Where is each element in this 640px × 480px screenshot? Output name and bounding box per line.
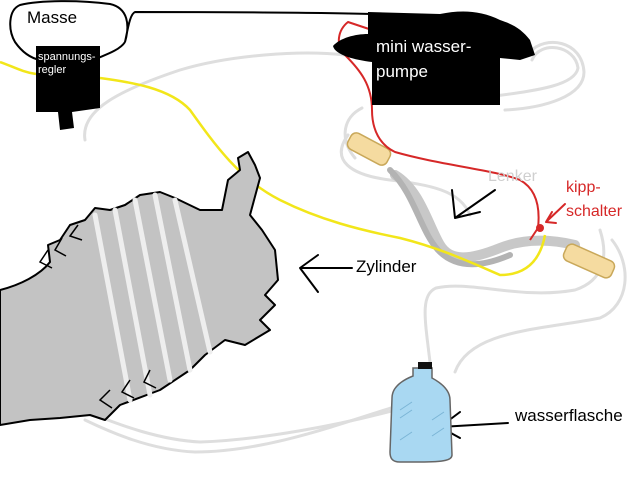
water-bottle	[389, 362, 453, 463]
lenker-arrow	[451, 189, 496, 219]
engine-cylinder	[0, 151, 279, 426]
hose-connectors	[346, 132, 616, 279]
pump-block	[333, 11, 535, 105]
label-kippschalter: kipp-schalter	[566, 179, 623, 220]
label-masse: Masse	[27, 8, 78, 27]
kipp-arrow	[545, 203, 566, 224]
kippschalter-dot	[536, 224, 544, 232]
power-wire	[0, 60, 547, 277]
zylinder-arrow	[299, 254, 353, 293]
label-spannungsregler: spannungs-regler	[38, 51, 96, 76]
label-wasserflasche: wasserflasche	[515, 406, 623, 425]
label-zylinder: Zylinder	[356, 257, 417, 276]
label-lenker: Lenker	[488, 168, 537, 185]
voltage-regulator-block	[36, 46, 100, 130]
label-mini-wasserpumpe: mini wasser-pumpe	[376, 37, 472, 81]
